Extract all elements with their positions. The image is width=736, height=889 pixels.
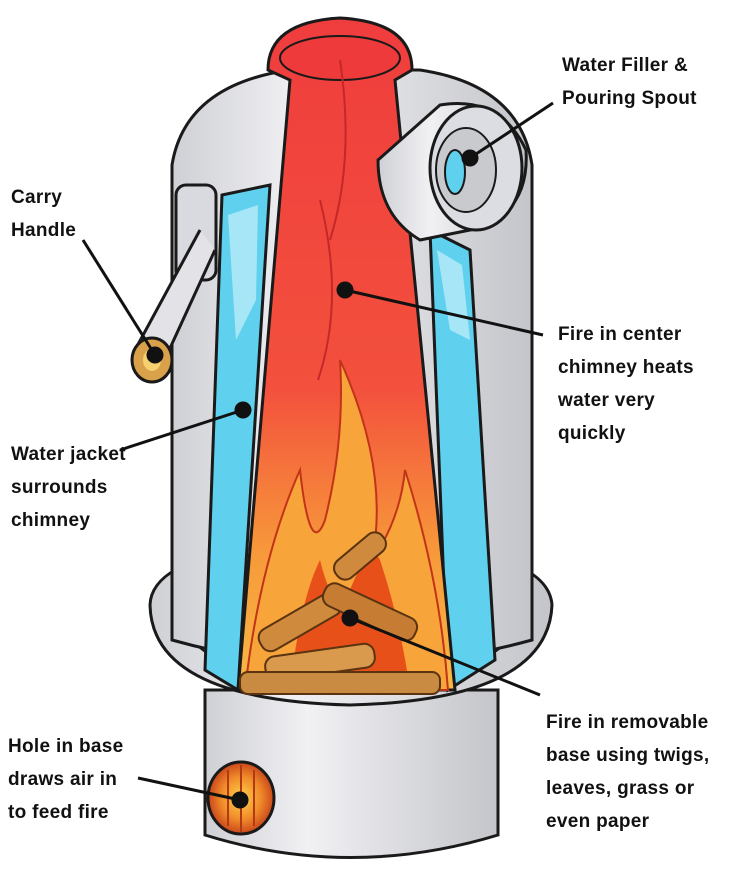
pouring-spout (376, 102, 528, 242)
label-line: Pouring Spout (562, 88, 697, 109)
label-water-jacket: Water jacket surrounds chimney (11, 438, 126, 537)
label-fire-in-chimney: Fire in center chimney heats water very … (558, 318, 694, 450)
label-water-filler-spout: Water Filler & Pouring Spout (562, 49, 697, 115)
label-line: chimney (11, 510, 91, 531)
label-line: Fire in removable (546, 712, 709, 733)
label-fire-in-base: Fire in removable base using twigs, leav… (546, 706, 709, 838)
label-line: Handle (11, 220, 77, 241)
label-line: quickly (558, 423, 626, 444)
label-line: even paper (546, 811, 650, 832)
label-line: water very (558, 390, 656, 411)
flames (243, 359, 450, 691)
label-line: Water Filler & (562, 55, 688, 76)
label-line: draws air in (8, 769, 118, 790)
leader-lines (81, 101, 554, 809)
twig-fuel (239, 531, 441, 695)
label-line: Water jacket (11, 444, 126, 465)
water-jacket (203, 183, 497, 693)
label-line: Carry (11, 187, 63, 208)
label-line: Hole in base (8, 736, 124, 757)
label-line: Fire in center (558, 324, 682, 345)
label-line: to feed fire (8, 802, 109, 823)
label-hole-in-base: Hole in base draws air in to feed fire (8, 730, 124, 829)
label-line: surrounds (11, 477, 108, 498)
label-line: leaves, grass or (546, 778, 695, 799)
label-line: chimney heats (558, 357, 694, 378)
label-line: base using twigs, (546, 745, 710, 766)
label-carry-handle: Carry Handle (11, 181, 76, 247)
